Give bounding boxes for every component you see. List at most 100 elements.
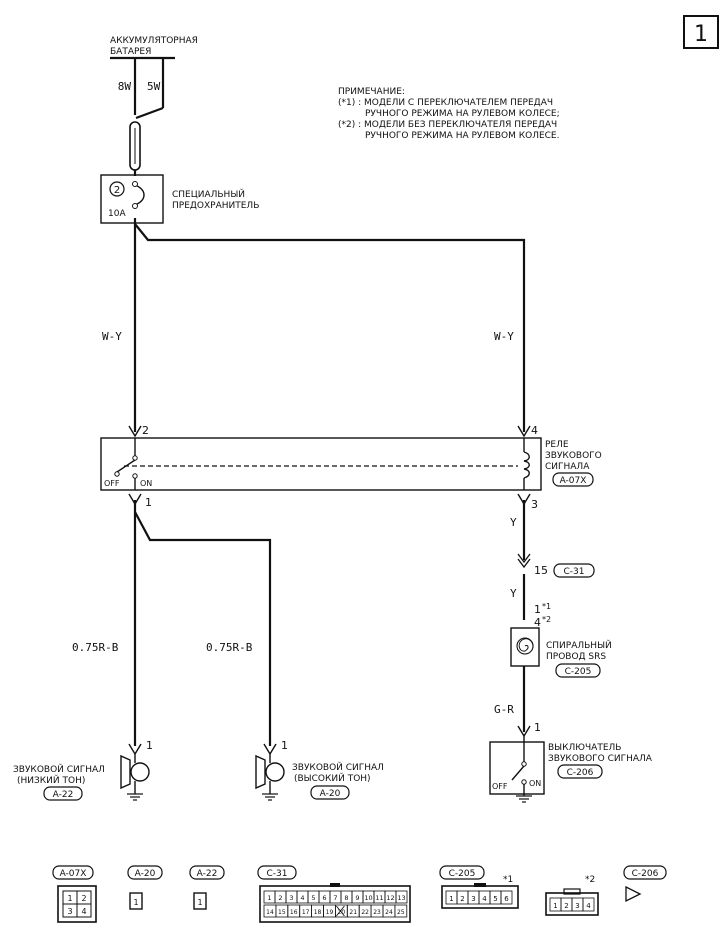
legend-c31-pin-17: 17 [302, 909, 310, 916]
legend-c31-cell-25 [394, 904, 408, 918]
note-line-3: (*2) : МОДЕЛИ БЕЗ ПЕРЕКЛЮЧАТЕЛЯ ПЕРЕДАЧ [338, 120, 557, 130]
wire-gr: G-R [494, 703, 514, 716]
horn-low-label-2: (НИЗКИЙ ТОН) [17, 774, 85, 786]
c31-name: C-31 [564, 567, 585, 577]
horn-switch-off: OFF [492, 782, 508, 791]
horn-low-pin: 1 [146, 739, 153, 752]
horn-high: 1 ЗВУКОВОЙ СИГНАЛ (ВЫСОКИЙ ТОН) A-20 [255, 739, 384, 801]
legend-c205-cell-6 [500, 890, 513, 905]
legend-c31-pin-2: 2 [278, 894, 282, 902]
fuse-output-wires [133, 218, 526, 432]
horn-low: 1 ЗВУКОВОЙ СИГНАЛ (НИЗКИЙ ТОН) A-22 [13, 739, 153, 801]
legend-c205-pin-4: 4 [482, 895, 487, 903]
fuse-rating: 10A [108, 209, 126, 219]
note-line-2: РУЧНОГО РЕЖИМА НА РУЛЕВОМ КОЛЕСЕ; [365, 109, 560, 119]
legend-a22-name: A-22 [197, 869, 218, 879]
horn-output-wires [133, 500, 272, 746]
wire-right-wy: W-Y [494, 330, 514, 343]
relay-pin-4: 4 [531, 424, 538, 437]
page-number-box: 1 [683, 15, 719, 49]
relay-pin-3: 3 [531, 498, 538, 511]
legend-c31-pin-15: 15 [278, 909, 286, 916]
legend-a07x-pin-1: 1 [67, 894, 72, 903]
wire-mid-r: 0.75R-B [206, 641, 253, 654]
legend-c31-pin-21: 21 [349, 909, 357, 916]
wire-left-r: 0.75R-B [72, 641, 119, 654]
legend-c205-pin-1: 1 [449, 895, 453, 903]
note-line-4: РУЧНОГО РЕЖИМА НА РУЛЕВОМ КОЛЕСЕ. [365, 131, 559, 141]
legend-c205b-pin-2: 2 [564, 902, 568, 910]
fuse-label-2: ПРЕДОХРАНИТЕЛЬ [172, 201, 259, 211]
legend-c31-pin-12: 12 [386, 894, 394, 902]
horn-switch: 1 OFF ON ВЫКЛЮЧАТЕЛЬ ЗВУКОВОГО СИГНАЛА C… [489, 721, 653, 803]
note-title: ПРИМЕЧАНИЕ: [338, 87, 405, 97]
legend-c31-blank-mark [336, 905, 345, 917]
legend-c205b-cell-4 [582, 897, 595, 912]
legend-a07x-name: A-07X [60, 869, 87, 879]
legend-c31-pin-14: 14 [266, 909, 274, 916]
fuse-number: 2 [114, 185, 120, 196]
legend-a07x-pin-3: 3 [67, 907, 72, 916]
legend-c31-pin-5: 5 [311, 894, 315, 902]
special-fuse: 2 10A СПЕЦИАЛЬНЫЙ ПРЕДОХРАНИТЕЛЬ [100, 170, 259, 224]
horn-switch-on: ON [529, 779, 541, 788]
relay-label-1: РЕЛЕ [545, 440, 569, 450]
relay-label-2: ЗВУКОВОГО [545, 451, 602, 461]
clockspring-pin-4-note: *2 [542, 615, 551, 624]
legend-c205b-pin-3: 3 [575, 902, 579, 910]
legend-c31-pin-4: 4 [300, 894, 304, 902]
clockspring-pin-1: 1 [534, 603, 541, 616]
horn-high-connector: A-20 [320, 789, 341, 799]
legend-c205b-pin-4: 4 [586, 902, 591, 910]
horn-switch-pin: 1 [534, 721, 541, 734]
relay-connector: A-07X [560, 476, 587, 486]
wire-y-lower: Y [510, 587, 517, 600]
note: ПРИМЕЧАНИЕ: (*1) : МОДЕЛИ С ПЕРЕКЛЮЧАТЕЛ… [338, 87, 560, 141]
legend-c206-terminal [625, 885, 642, 903]
wire-8w: 8W [118, 80, 132, 93]
legend-c31-pin-11: 11 [375, 894, 383, 902]
legend-c31-pin-10: 10 [364, 894, 372, 902]
legend-a22-pin: 1 [197, 898, 202, 907]
horn-switch-connector: C-206 [567, 768, 594, 778]
horn-high-pin: 1 [281, 739, 288, 752]
legend-c31-name: C-31 [267, 869, 288, 879]
legend-c205b-pin-1: 1 [553, 902, 557, 910]
legend-c31-pin-7: 7 [333, 894, 337, 902]
relay-off: OFF [104, 479, 120, 488]
c31-pin: 15 [534, 564, 548, 577]
clockspring: 1 *1 4 *2 СПИРАЛЬНЫЙ ПРОВОД SRS C-205 [510, 602, 612, 678]
legend-c31-pin-1: 1 [267, 894, 271, 902]
legend-c31-pin-19: 19 [326, 909, 334, 916]
legend-c205b-note: *2 [585, 875, 595, 885]
horn-high-label-2: (ВЫСОКИЙ ТОН) [294, 772, 371, 784]
clockspring-label-1: СПИРАЛЬНЫЙ [546, 639, 612, 651]
legend-c31-pin-18: 18 [314, 909, 322, 916]
legend-c205-pin-5: 5 [493, 895, 497, 903]
legend-c31-pin-6: 6 [322, 894, 326, 902]
legend-c31-cell-13 [395, 890, 408, 904]
legend-c205-name: C-205 [449, 869, 476, 879]
note-line-1: (*1) : МОДЕЛИ С ПЕРЕКЛЮЧАТЕЛЕМ ПЕРЕДАЧ [338, 98, 553, 108]
fuse-label-1: СПЕЦИАЛЬНЫЙ [172, 188, 245, 200]
clockspring-pin-4: 4 [534, 616, 541, 629]
page-number: 1 [694, 22, 708, 47]
legend-c31-pin-24: 24 [385, 909, 393, 916]
wire-left-wy: W-Y [102, 330, 122, 343]
legend-c205-pin-2: 2 [460, 895, 464, 903]
battery: АККУМУЛЯТОРНАЯ БАТАРЕЯ 8W 5W [110, 36, 198, 171]
relay-pin-2: 2 [142, 424, 149, 437]
horn-relay: 2 4 OFF ON РЕЛЕ ЗВУКОВОГО СИГНАЛА A-07X [100, 424, 602, 491]
legend-c31-pin-23: 23 [373, 909, 381, 916]
horn-switch-label-1: ВЫКЛЮЧАТЕЛЬ [548, 743, 621, 753]
horn-low-connector: A-22 [53, 790, 74, 800]
wire-5w: 5W [147, 80, 161, 93]
clockspring-label-2: ПРОВОД SRS [546, 652, 606, 662]
relay-label-3: СИГНАЛА [545, 462, 590, 472]
legend-c205-pin-6: 6 [504, 895, 509, 903]
